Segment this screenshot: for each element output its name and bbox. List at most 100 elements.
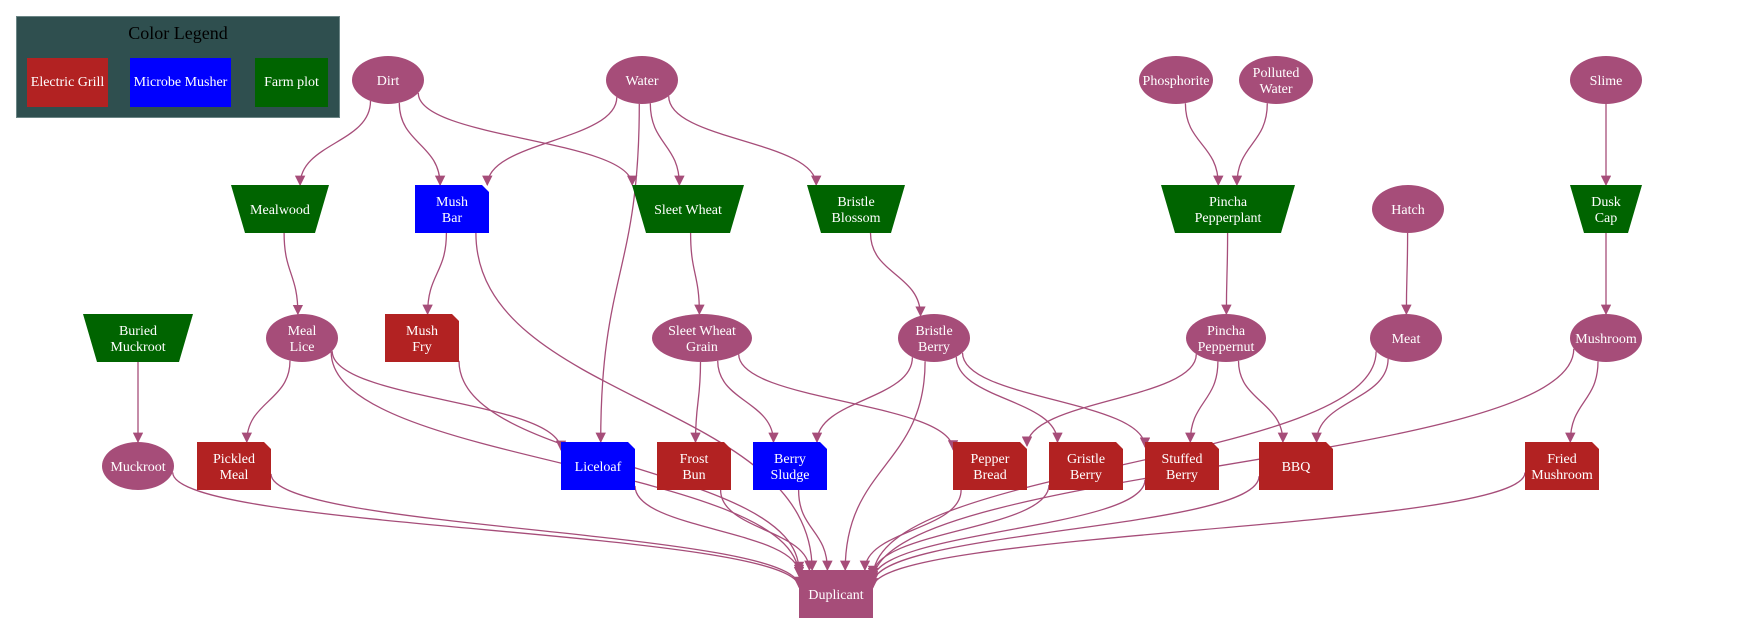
edge-mushroom-to-duplicant	[867, 348, 1575, 583]
node-muckroot: Muckroot	[102, 442, 174, 490]
node-label: Bar	[442, 211, 463, 226]
node-label: Phosphorite	[1143, 74, 1210, 89]
edge-liceloaf-to-duplicant	[634, 485, 805, 576]
edge-pickled-meal-to-duplicant	[270, 473, 805, 588]
node-label: Sleet Wheat	[668, 324, 736, 339]
edge-fried-mushroom-to-duplicant	[867, 472, 1526, 589]
node-label: Bread	[973, 468, 1006, 483]
node-label: Lice	[290, 340, 315, 355]
edge-meal-lice-to-liceloaf	[331, 351, 567, 452]
edge-sleet-wheat-grain-to-pepper-bread	[738, 354, 959, 451]
node-label: Dusk	[1591, 195, 1621, 210]
legend-item-farm-plot: Farm plot	[255, 58, 328, 107]
edge-hatch-to-meat	[1401, 232, 1412, 316]
node-label: Duplicant	[808, 588, 863, 603]
ellipse-shape	[898, 314, 970, 362]
edge-mealwood-to-meal-lice	[283, 232, 304, 316]
note-shape	[197, 442, 271, 490]
node-label: Berry	[1166, 468, 1198, 483]
node-label: Bun	[682, 468, 705, 483]
ellipse-shape	[652, 314, 752, 362]
node-label: Cap	[1595, 211, 1618, 226]
node-dirt: Dirt	[352, 56, 424, 104]
edge-sleet-wheat-grain-to-berry-sludge	[717, 360, 779, 444]
node-label: Stuffed	[1162, 452, 1203, 467]
edge-polluted-water-to-pincha-pepperplant	[1231, 103, 1268, 187]
node-label: Muckroot	[110, 460, 165, 475]
ellipse-shape	[102, 442, 174, 490]
node-meat: Meat	[1370, 314, 1442, 362]
node-label: Berry	[1070, 468, 1102, 483]
node-label: Meal	[288, 324, 317, 339]
edge-mush-bar-to-mush-fry	[422, 232, 448, 316]
node-label: Mush	[406, 324, 438, 339]
legend-item-electric-grill: Electric Grill	[27, 58, 108, 107]
edge-dirt-to-mealwood	[294, 100, 372, 187]
trapezium-shape	[632, 185, 744, 233]
ellipse-shape	[352, 56, 424, 104]
node-duplicant: Duplicant	[799, 570, 873, 618]
note-shape	[753, 442, 827, 490]
node-mealwood: Mealwood	[231, 185, 329, 233]
edge-berry-sludge-to-duplicant	[797, 489, 833, 572]
ellipse-shape	[1239, 56, 1313, 104]
node-label: Fry	[412, 340, 431, 355]
trapezium-shape	[83, 314, 193, 362]
node-label: Peppernut	[1198, 340, 1255, 355]
edge-water-to-bristle-blossom	[668, 96, 822, 187]
edge-water-to-sleet-wheat	[649, 103, 685, 187]
edge-stuffed-berry-to-duplicant	[867, 479, 1146, 582]
trapezium-shape	[1570, 185, 1642, 233]
node-label: Hatch	[1391, 203, 1424, 218]
note-shape	[1049, 442, 1123, 490]
edge-bristle-berry-to-gristle-berry	[955, 356, 1063, 444]
color-legend: Color Legend Electric Grill Microbe Mush…	[16, 16, 340, 118]
edge-pepper-bread-to-duplicant	[859, 489, 962, 572]
node-mushroom: Mushroom	[1570, 314, 1642, 362]
node-label: Water	[625, 74, 658, 89]
edge-bbq-to-duplicant	[867, 476, 1260, 585]
edge-bristle-blossom-to-bristle-berry	[869, 232, 926, 317]
ellipse-shape	[1186, 314, 1266, 362]
note-shape	[1145, 442, 1219, 490]
ellipse-shape	[1370, 314, 1442, 362]
node-label: Meat	[1392, 332, 1421, 347]
edge-pincha-peppernut-to-bbq	[1237, 360, 1289, 444]
note-shape	[657, 442, 731, 490]
node-label: Pincha	[1209, 195, 1248, 210]
edge-mush-bar-to-duplicant	[475, 232, 818, 572]
trapezium-shape	[807, 185, 905, 233]
node-phosphorite: Phosphorite	[1139, 56, 1213, 104]
node-bbq: BBQ	[1259, 442, 1333, 490]
edge-bristle-berry-to-duplicant	[840, 361, 926, 572]
node-label: Meal	[220, 468, 249, 483]
node-label: Sludge	[771, 468, 810, 483]
ellipse-shape	[1139, 56, 1213, 104]
trapezium-shape	[231, 185, 329, 233]
node-water: Water	[606, 56, 678, 104]
node-label: Sleet Wheat	[654, 203, 722, 218]
edge-water-to-mush-bar	[482, 97, 618, 187]
edge-dirt-to-sleet-wheat	[417, 92, 638, 187]
node-label: Mush	[436, 195, 468, 210]
edge-mushroom-to-fried-mushroom	[1565, 361, 1599, 444]
node-label: Liceloaf	[575, 460, 622, 475]
note-shape	[1259, 442, 1333, 490]
edge-meal-lice-to-pickled-meal	[241, 360, 291, 444]
edge-bristle-berry-to-stuffed-berry	[961, 352, 1151, 448]
node-label: Grain	[686, 340, 718, 355]
node-label: Bristle	[837, 195, 874, 210]
